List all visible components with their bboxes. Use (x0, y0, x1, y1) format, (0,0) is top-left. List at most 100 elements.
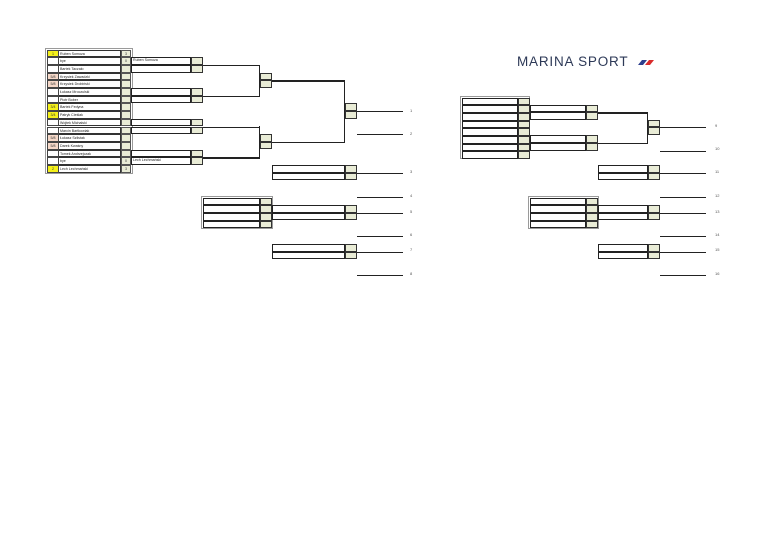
placement-score[interactable] (586, 212, 598, 221)
player-score[interactable] (121, 72, 131, 81)
consolation-r2-slot[interactable] (530, 143, 586, 151)
round2-slot[interactable] (131, 57, 191, 65)
placement-score[interactable] (586, 197, 598, 206)
consolation-r2-slot[interactable] (530, 104, 586, 113)
round2-slot[interactable] (131, 126, 191, 135)
place13-score[interactable] (648, 212, 660, 221)
player-name[interactable]: Ruben Somoza (59, 49, 121, 58)
round2-score[interactable] (191, 95, 203, 104)
round2-slot[interactable] (131, 95, 191, 104)
player-score[interactable] (121, 111, 131, 119)
round2-slot[interactable] (131, 118, 191, 127)
consolation-slot[interactable] (462, 97, 518, 106)
player-name[interactable]: Marcin Bartkowiak (59, 126, 121, 135)
placement-slot[interactable] (530, 212, 586, 221)
player-name[interactable]: Łukasz Mroczulski (59, 88, 121, 96)
place11-slot[interactable] (598, 165, 648, 173)
place3-slot[interactable] (272, 165, 345, 173)
consolation-score[interactable] (518, 128, 530, 136)
placement-slot[interactable] (203, 212, 260, 221)
final-score[interactable] (345, 111, 357, 119)
placement-slot[interactable] (203, 205, 260, 213)
placement-score[interactable] (260, 212, 272, 221)
placement-score[interactable] (260, 197, 272, 206)
player-score[interactable] (121, 80, 131, 88)
round2-score[interactable] (191, 126, 203, 135)
player-name[interactable]: Piotr Bober (59, 95, 121, 104)
place7-slot[interactable] (272, 244, 345, 252)
consolation-score[interactable] (518, 143, 530, 152)
player-score[interactable] (121, 149, 131, 158)
placement-score[interactable] (586, 220, 598, 229)
consolation-score[interactable] (518, 105, 530, 113)
consolation-slot[interactable] (462, 143, 518, 152)
round2-score[interactable] (191, 65, 203, 73)
consolation-score[interactable] (518, 112, 530, 121)
consolation-slot[interactable] (462, 120, 518, 129)
place11-score[interactable] (648, 172, 660, 181)
player-name[interactable]: Lech Lechmański (59, 165, 121, 173)
place15-slot[interactable] (598, 251, 648, 260)
place15-slot[interactable] (598, 244, 648, 252)
place9-score[interactable] (648, 127, 660, 135)
place7-slot[interactable] (272, 251, 345, 260)
round2-slot[interactable] (131, 149, 191, 158)
player-name[interactable]: Darek Kwaśny (59, 141, 121, 150)
round3-score[interactable] (260, 141, 272, 150)
player-score[interactable] (121, 134, 131, 142)
placement-slot[interactable] (530, 205, 586, 213)
consolation-score[interactable] (518, 151, 530, 160)
round2-slot[interactable] (131, 65, 191, 73)
consolation-score[interactable] (518, 97, 530, 106)
player-score[interactable]: 3 (121, 49, 131, 58)
consolation-slot[interactable] (462, 105, 518, 113)
consolation-score[interactable] (518, 136, 530, 144)
player-score[interactable]: 0 (121, 57, 131, 65)
player-name[interactable]: Krzysiek Zawadzki (59, 72, 121, 81)
player-score[interactable]: 0 (121, 157, 131, 165)
player-name[interactable]: bye (59, 57, 121, 65)
consolation-r2-score[interactable] (586, 104, 598, 113)
placement-score[interactable] (586, 205, 598, 213)
consolation-slot[interactable] (462, 112, 518, 121)
player-score[interactable] (121, 118, 131, 127)
place5-slot[interactable] (272, 212, 345, 221)
place15-score[interactable] (648, 251, 660, 260)
place11-score[interactable] (648, 165, 660, 173)
player-score[interactable] (121, 88, 131, 96)
place5-slot[interactable] (272, 205, 345, 213)
player-name[interactable]: Bartek Taczało (59, 64, 121, 73)
player-name[interactable]: bye (59, 157, 121, 165)
round2-score[interactable] (191, 149, 203, 158)
player-score[interactable] (121, 64, 131, 73)
placement-slot[interactable] (203, 197, 260, 206)
place15-score[interactable] (648, 244, 660, 252)
round3-score[interactable] (260, 80, 272, 88)
round2-score[interactable] (191, 57, 203, 65)
player-name[interactable]: Krzysiek Drobiński (59, 80, 121, 88)
round3-score[interactable] (260, 72, 272, 81)
place3-score[interactable] (345, 165, 357, 173)
place13-slot[interactable] (598, 212, 648, 221)
round2-score[interactable] (191, 118, 203, 127)
consolation-r2-score[interactable] (586, 135, 598, 143)
player-score[interactable] (121, 103, 131, 112)
place3-score[interactable] (345, 172, 357, 181)
consolation-slot[interactable] (462, 151, 518, 160)
player-score[interactable] (121, 95, 131, 104)
consolation-score[interactable] (518, 120, 530, 129)
round2-slot[interactable] (131, 157, 191, 165)
place9-score[interactable] (648, 119, 660, 128)
placement-score[interactable] (260, 220, 272, 229)
consolation-slot[interactable] (462, 128, 518, 136)
player-score[interactable] (121, 141, 131, 150)
placement-slot[interactable] (530, 197, 586, 206)
round2-score[interactable] (191, 88, 203, 96)
player-name[interactable]: Łukasz Szlistak (59, 134, 121, 142)
player-name[interactable]: Wojtek Michalski (59, 118, 121, 127)
final-score[interactable] (345, 103, 357, 111)
place3-slot[interactable] (272, 172, 345, 181)
placement-slot[interactable] (203, 220, 260, 229)
placement-slot[interactable] (530, 220, 586, 229)
place11-slot[interactable] (598, 172, 648, 181)
